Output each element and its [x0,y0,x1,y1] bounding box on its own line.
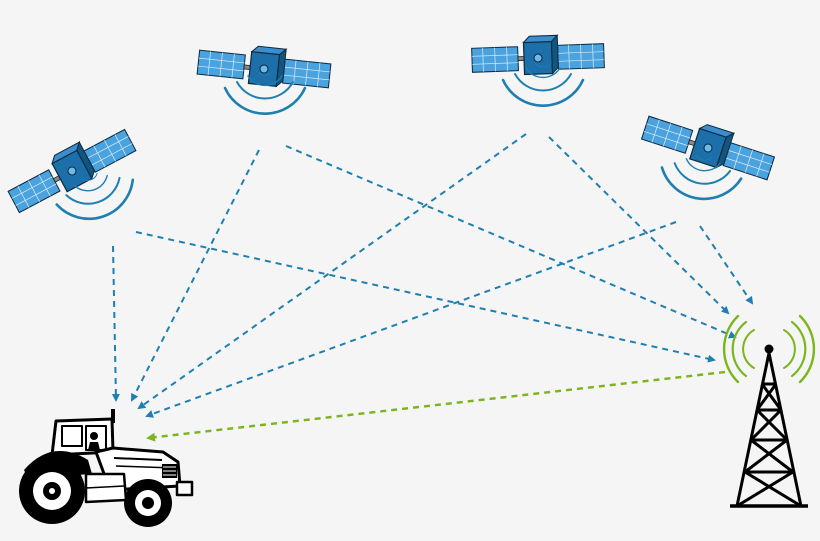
satellite-icon [470,33,606,77]
tractor [19,409,194,527]
link-satellite-1-tractor [111,245,120,402]
tractor-icon [19,409,194,527]
link-satellite-3-tractor [137,133,527,410]
tower-signal-icon [722,314,816,384]
link-base-station-tractor [146,370,726,442]
links [111,133,754,442]
radio-tower-icon [730,344,808,508]
link-satellite-3-base-station [548,136,730,315]
satellite-3 [470,33,606,77]
link-satellite-2-base-station [285,145,737,339]
satellite-2 [196,39,333,93]
link-satellite-1-base-station [135,231,716,363]
satellite-1 [2,119,139,217]
satellite-icon [196,39,333,93]
link-satellite-4-tractor [145,221,677,418]
satellite-icon [639,106,779,185]
base-station [722,314,816,508]
satellite-icon [2,119,139,217]
link-satellite-4-base-station [699,225,754,305]
satellite-4 [639,106,779,185]
link-satellite-2-tractor [131,149,260,402]
